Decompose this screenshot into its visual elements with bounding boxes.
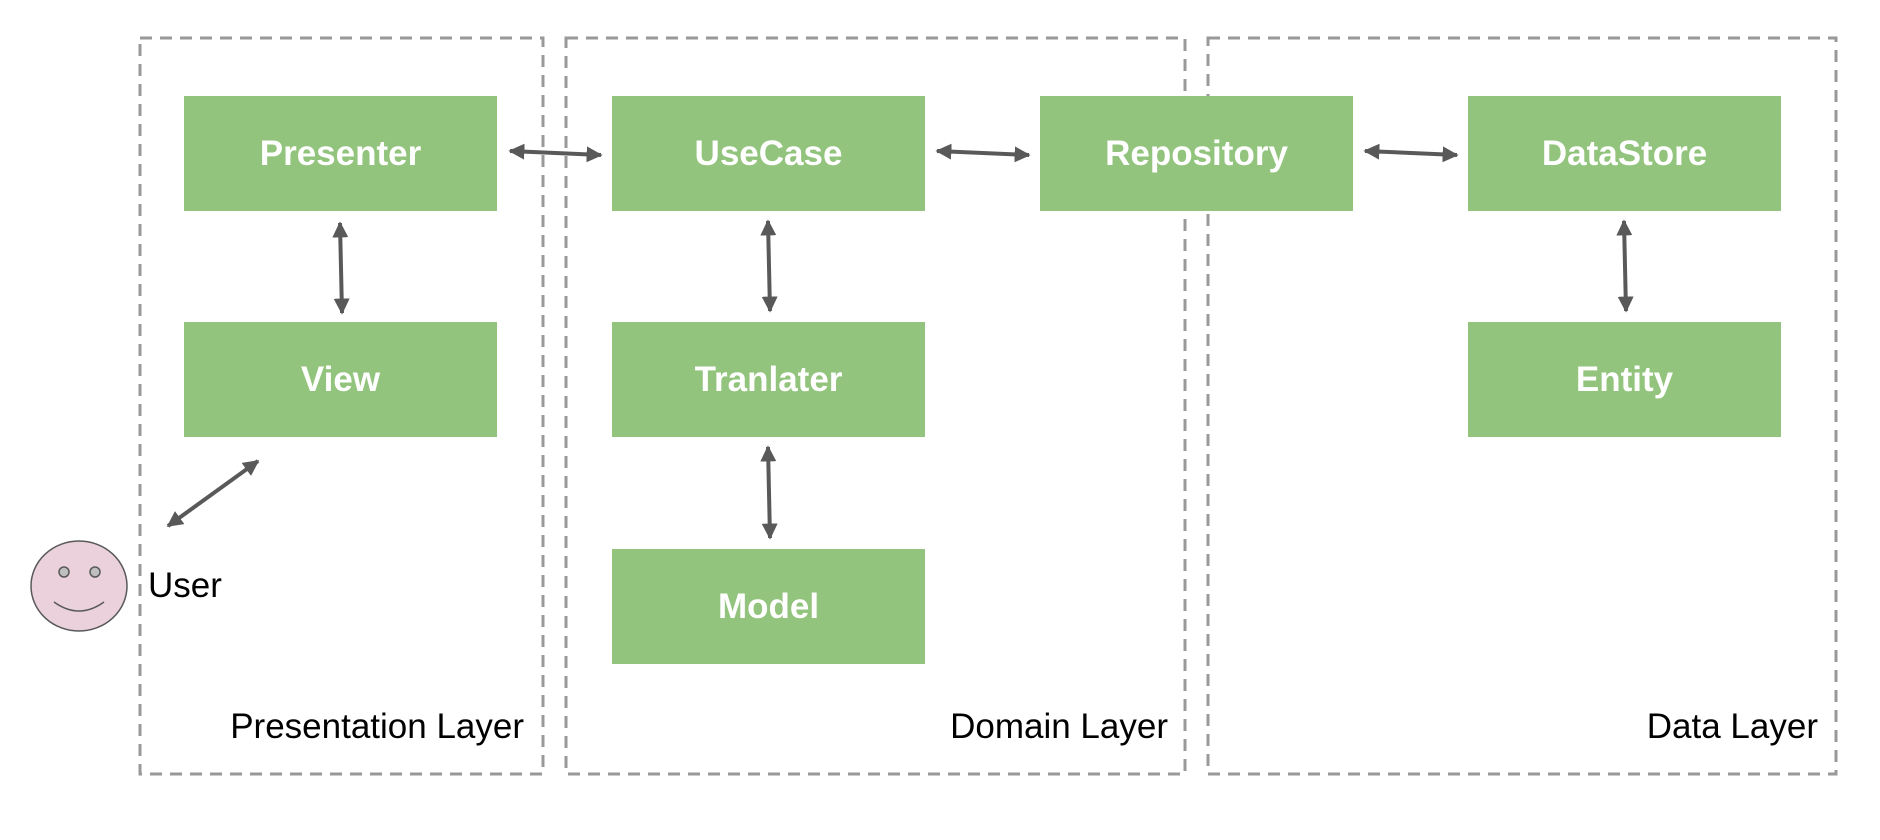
presentation-layer-label: Presentation Layer	[230, 707, 524, 746]
arrow-usecase-tranlater	[760, 219, 778, 313]
domain-layer-frame	[564, 36, 1187, 776]
node-entity-label: Entity	[1576, 360, 1674, 399]
node-model-label: Model	[718, 587, 819, 626]
data-layer-frame	[1206, 36, 1838, 776]
node-usecase: UseCase	[612, 96, 925, 211]
node-presenter-label: Presenter	[260, 134, 422, 173]
node-tranlater-label: Tranlater	[695, 360, 843, 399]
arrow-presenter-usecase	[508, 143, 603, 163]
presentation-layer-frame	[138, 36, 545, 776]
domain-layer-label: Domain Layer	[950, 707, 1168, 746]
arrow-repository-datastore	[1363, 143, 1459, 163]
arrow-user-view	[166, 459, 260, 528]
presentation-layer: Presentation Layer	[138, 36, 545, 776]
arrow-usecase-repository	[935, 143, 1031, 163]
arrow-tranlater-model	[760, 445, 778, 540]
arrow-datastore-entity	[1616, 219, 1634, 313]
node-usecase-label: UseCase	[695, 134, 843, 173]
data-layer: Data Layer	[1206, 36, 1838, 776]
user-actor: User	[30, 540, 222, 632]
node-datastore-label: DataStore	[1542, 134, 1707, 173]
domain-layer: Domain Layer	[564, 36, 1187, 776]
data-layer-label: Data Layer	[1647, 707, 1819, 746]
node-model: Model	[612, 549, 925, 664]
node-entity: Entity	[1468, 322, 1781, 437]
node-tranlater: Tranlater	[612, 322, 925, 437]
user-label: User	[148, 566, 222, 605]
node-repository-label: Repository	[1105, 134, 1288, 173]
node-view: View	[184, 322, 497, 437]
arrow-presenter-view	[332, 221, 350, 315]
node-repository: Repository	[1040, 96, 1353, 211]
smiley-face-icon	[30, 540, 128, 632]
node-presenter: Presenter	[184, 96, 497, 211]
node-view-label: View	[301, 360, 381, 399]
node-datastore: DataStore	[1468, 96, 1781, 211]
